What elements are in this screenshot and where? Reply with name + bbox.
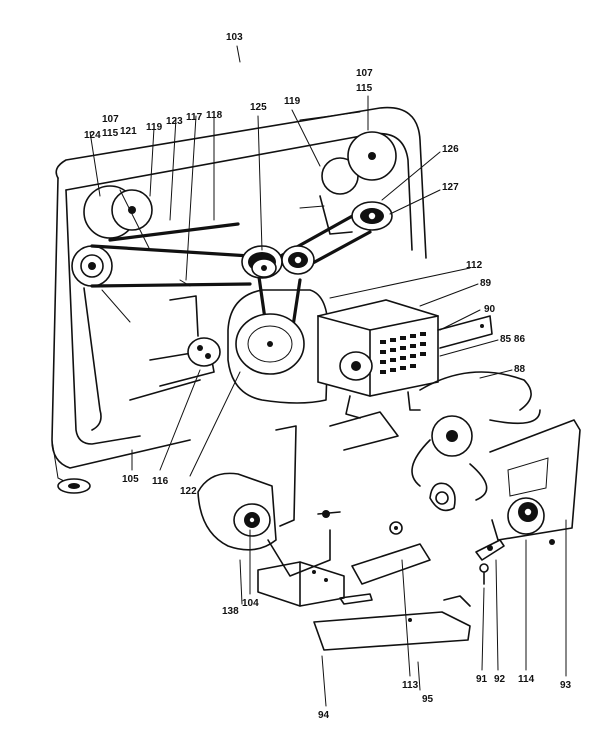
label-119-top: 119 [284, 96, 301, 107]
label-123: 123 [166, 116, 183, 127]
label-105: 105 [122, 474, 139, 485]
label-122: 122 [180, 486, 197, 497]
pulley-left-idler [71, 245, 131, 431]
label-118: 118 [206, 110, 223, 121]
linkages [129, 279, 399, 451]
blower-fan [411, 371, 541, 512]
drum-housing [227, 289, 329, 404]
label-90: 90 [484, 304, 496, 315]
label-91: 91 [476, 674, 488, 685]
label-107-left: 107 [102, 114, 119, 125]
lower-gear-assembly [197, 425, 331, 577]
label-113: 113 [402, 680, 419, 691]
label-94: 94 [318, 710, 330, 721]
label-115-left: 115 [102, 128, 119, 139]
label-115-top: 115 [356, 83, 373, 94]
label-114: 114 [518, 674, 535, 685]
center-drive-pulley [241, 245, 315, 279]
motor-assembly [317, 299, 493, 419]
label-85-86: 85 86 [500, 334, 525, 345]
label-103: 103 [226, 32, 243, 43]
label-112: 112 [466, 260, 483, 271]
label-116: 116 [152, 476, 169, 487]
switch-box [257, 510, 431, 607]
label-92: 92 [494, 674, 506, 685]
label-89: 89 [480, 278, 492, 289]
pulley-upper-left [83, 185, 153, 251]
label-117: 117 [186, 112, 203, 123]
label-88: 88 [514, 364, 526, 375]
pulley-upper-right [299, 131, 397, 235]
leader-lines [89, 45, 567, 707]
base-plate [313, 593, 471, 651]
bracket-plate [489, 419, 581, 545]
callout-labels: 103 107 115 107 124 115 121 119 123 117 … [84, 32, 572, 721]
label-119-left: 119 [146, 122, 163, 133]
label-127: 127 [442, 182, 459, 193]
motor-vents [380, 332, 426, 374]
label-93: 93 [560, 680, 572, 691]
small-hardware [475, 539, 505, 585]
label-138: 138 [222, 606, 239, 617]
label-95: 95 [422, 694, 434, 705]
label-121: 121 [120, 126, 137, 137]
label-107-top: 107 [356, 68, 373, 79]
label-124: 124 [84, 130, 101, 141]
label-125: 125 [250, 102, 267, 113]
label-104: 104 [242, 598, 259, 609]
label-126: 126 [442, 144, 459, 155]
